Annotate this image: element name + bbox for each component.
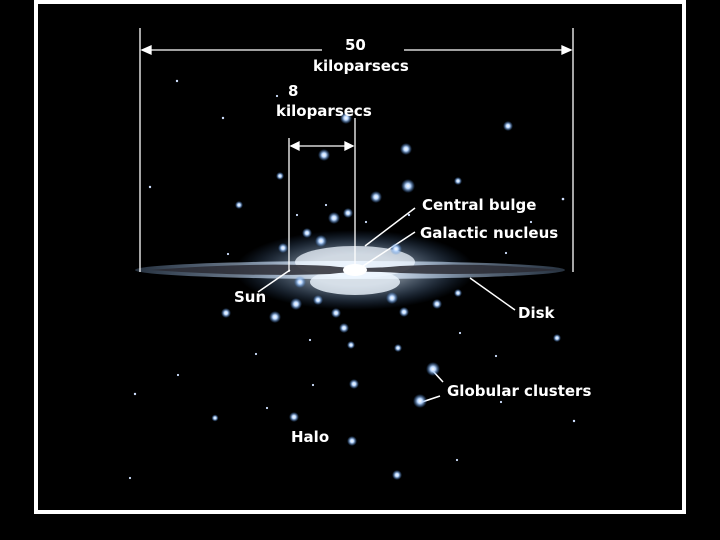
leader-disk bbox=[469, 277, 516, 311]
inner-scale-unit: kiloparsecs bbox=[276, 102, 372, 120]
label-globular-clusters: Globular clusters bbox=[447, 382, 591, 400]
leader-sun bbox=[257, 269, 291, 293]
outer-scale-bar bbox=[139, 28, 574, 272]
outer-scale-unit: kiloparsecs bbox=[313, 57, 409, 75]
label-central-bulge: Central bulge bbox=[422, 196, 536, 214]
leader-galactic-nucleus bbox=[359, 231, 416, 269]
leader-central-bulge bbox=[364, 207, 416, 247]
label-disk: Disk bbox=[518, 304, 556, 322]
outer-scale-value: 50 bbox=[345, 36, 366, 54]
field-stars bbox=[128, 79, 576, 480]
inner-scale-bar bbox=[288, 118, 356, 272]
label-galactic-nucleus: Galactic nucleus bbox=[420, 224, 558, 242]
label-halo: Halo bbox=[291, 428, 329, 446]
label-sun: Sun bbox=[234, 288, 266, 306]
globular-clusters bbox=[211, 112, 561, 480]
inner-scale-value: 8 bbox=[288, 82, 298, 100]
